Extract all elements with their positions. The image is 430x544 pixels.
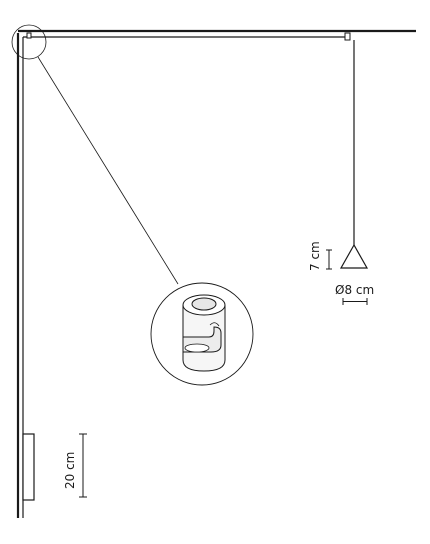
diameter-dimension-label: Ø8 cm bbox=[335, 283, 374, 297]
diameter-dimension bbox=[342, 298, 368, 305]
base-plate bbox=[22, 433, 35, 501]
detail-leader-line bbox=[37, 56, 179, 285]
height-dimension-label: 7 cm bbox=[308, 241, 322, 271]
base-dimension bbox=[79, 433, 87, 498]
cone-shade-icon bbox=[339, 243, 369, 269]
corner-joint bbox=[26, 32, 32, 39]
base-dimension-label: 20 cm bbox=[63, 452, 77, 489]
vertical-pole bbox=[16, 33, 24, 518]
corner-detail-marker bbox=[11, 24, 47, 60]
horizontal-arm bbox=[18, 29, 416, 38]
height-dimension bbox=[326, 249, 332, 270]
hanging-joint bbox=[344, 32, 351, 41]
pivot-joint-detail-icon bbox=[150, 282, 254, 386]
